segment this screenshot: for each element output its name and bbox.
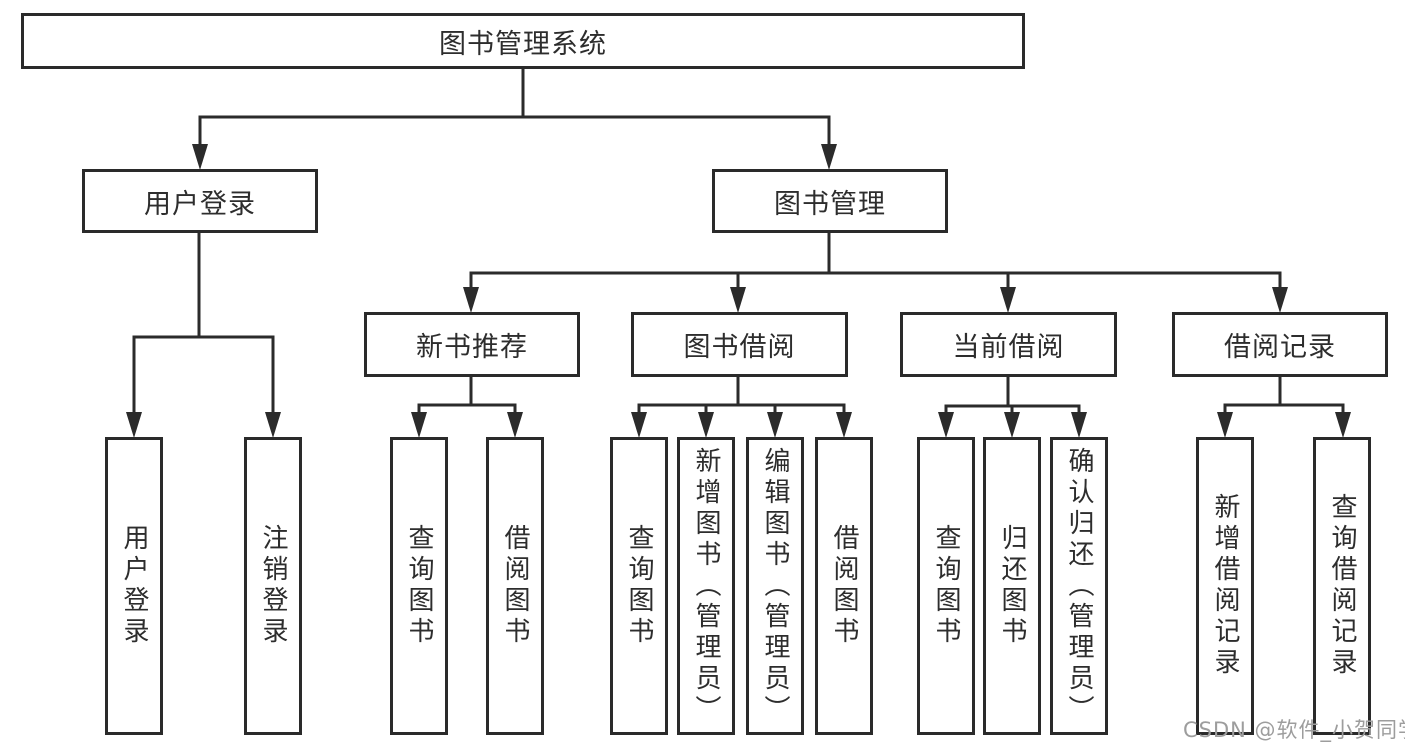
leaf-borrow-books-borrowing: 借阅图书 <box>815 437 873 735</box>
leaf-query-books-newbooks: 查询图书 <box>390 437 448 735</box>
leaf-return-books: 归还图书 <box>983 437 1041 735</box>
node-book-management: 图书管理 <box>712 169 948 233</box>
leaf-label: 查询图书 <box>624 524 654 648</box>
leaf-label: 归还图书 <box>997 524 1027 648</box>
leaf-edit-books-admin: 编辑图书（管理员） <box>746 437 804 735</box>
leaf-label: 注销登录 <box>258 524 288 648</box>
leaf-query-books-borrowing: 查询图书 <box>610 437 668 735</box>
leaf-add-books-admin: 新增图书（管理员） <box>677 437 735 735</box>
leaf-confirm-return-admin: 确认归还（管理员） <box>1050 437 1108 735</box>
leaf-label: 查询图书 <box>404 524 434 648</box>
leaf-label: 用户登录 <box>119 524 149 648</box>
leaf-label: 借阅图书 <box>829 524 859 648</box>
leaf-label: 借阅图书 <box>500 524 530 648</box>
leaf-query-borrow-record: 查询借阅记录 <box>1313 437 1371 735</box>
leaf-label: 编辑图书（管理员） <box>760 446 790 726</box>
leaf-user-login: 用户登录 <box>105 437 163 735</box>
node-current-borrowing: 当前借阅 <box>900 312 1117 377</box>
leaf-add-borrow-record: 新增借阅记录 <box>1196 437 1254 735</box>
leaf-label: 确认归还（管理员） <box>1064 446 1094 726</box>
node-book-borrowing: 图书借阅 <box>631 312 848 377</box>
root-node-library-system: 图书管理系统 <box>21 13 1025 69</box>
leaf-label: 新增借阅记录 <box>1210 493 1240 679</box>
node-new-book-recommendation: 新书推荐 <box>364 312 580 377</box>
leaf-logout: 注销登录 <box>244 437 302 735</box>
node-user-login: 用户登录 <box>82 169 318 233</box>
leaf-query-books-current: 查询图书 <box>917 437 975 735</box>
leaf-label: 新增图书（管理员） <box>691 446 721 726</box>
leaf-label: 查询图书 <box>931 524 961 648</box>
csdn-watermark: CSDN @软件_小贺同学 <box>1183 718 1405 742</box>
node-borrowing-records: 借阅记录 <box>1172 312 1388 377</box>
leaf-label: 查询借阅记录 <box>1327 493 1357 679</box>
leaf-borrow-books-newbooks: 借阅图书 <box>486 437 544 735</box>
